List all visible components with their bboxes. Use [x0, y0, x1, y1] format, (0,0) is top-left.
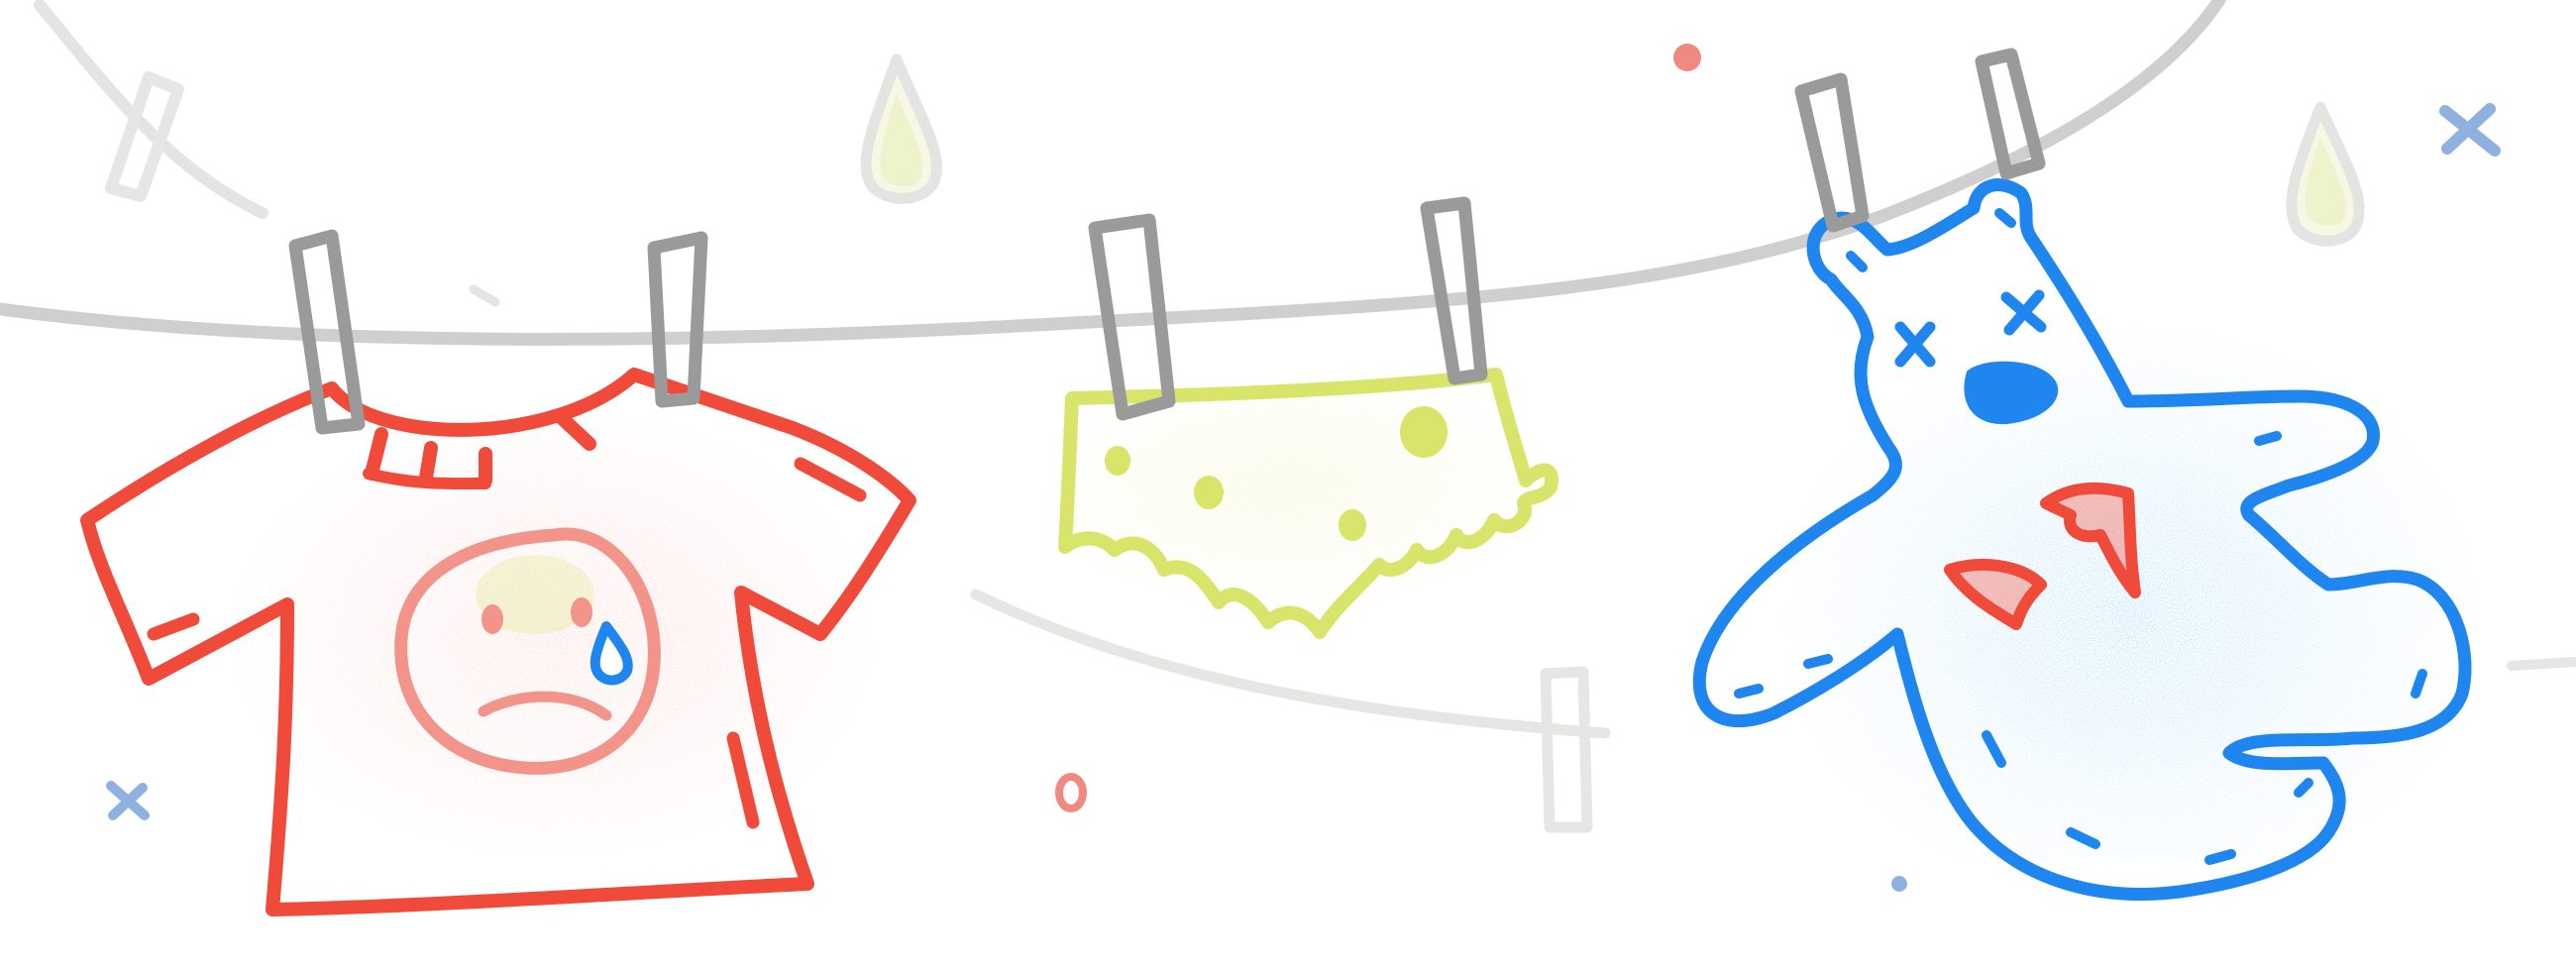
confetti-x-icon: [2439, 103, 2501, 157]
clothespin-icon: [1420, 196, 1488, 385]
confetti-dot-icon: [1673, 44, 1701, 71]
tear-drop-icon: [590, 621, 633, 686]
water-drop-icon: [2286, 101, 2365, 247]
faint-clothespin-icon: [105, 71, 184, 202]
sad-face-t-shirt-icon: [80, 368, 916, 931]
water-drop-icon: [860, 54, 943, 204]
clothespin-icon: [1088, 213, 1176, 421]
confetti-dot-icon: [1891, 876, 1907, 892]
confetti-ring-icon: [1055, 773, 1087, 812]
clothespin-icon: [1794, 72, 1870, 233]
polka-dot-underpants-icon: [1050, 368, 1565, 639]
torn-teddy-bear-icon: [1692, 178, 2477, 901]
torn-patch-icon: [1944, 482, 2141, 630]
clothesline-rope: [0, 0, 2226, 346]
clothespin-icon: [1975, 48, 2046, 180]
faint-background-lines: [34, 0, 2576, 739]
clothespin-icon: [647, 231, 708, 408]
sad-face-icon: [394, 527, 661, 775]
faint-clothespin-icon: [1540, 666, 1593, 833]
clothespin-icon: [288, 229, 366, 435]
